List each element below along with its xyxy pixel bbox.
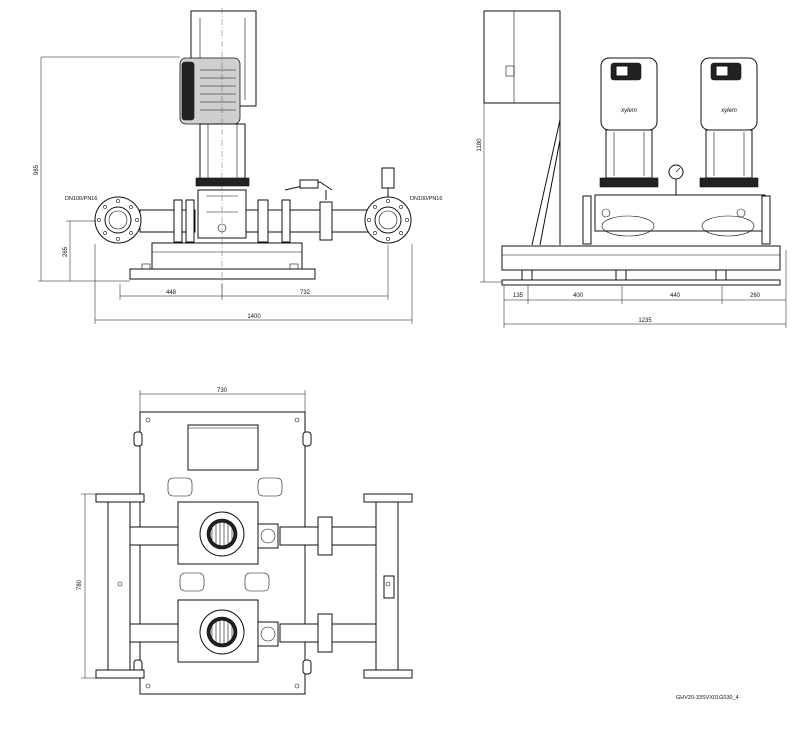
top-pitch-dim: 780 xyxy=(77,579,83,590)
right-header-flange-top xyxy=(363,493,413,503)
top-width-dim: 730 xyxy=(217,388,228,394)
drawing-code: GHV20-33SVX01G030_4 xyxy=(676,695,739,701)
top-pump-2 xyxy=(177,599,279,663)
side-overall-depth-dim: 1235 xyxy=(638,318,652,324)
left-offset-dim: 448 xyxy=(166,290,177,296)
right-flange-label: DN100/PN16 xyxy=(410,196,442,202)
top-cabinet xyxy=(187,424,259,471)
side-cabinet xyxy=(483,10,561,104)
motor-body xyxy=(199,123,246,180)
side-view: xylem xylem xyxy=(477,10,787,328)
side-manifold xyxy=(594,194,766,232)
side-pump-1: xylem xyxy=(599,57,659,188)
side-dim-1: 135 xyxy=(513,293,524,299)
left-flange-label: DN100/PN16 xyxy=(65,196,97,202)
front-overall-width-dim: 1400 xyxy=(247,314,261,320)
top-pump-1 xyxy=(177,501,279,565)
brand-label-2: xylem xyxy=(720,108,737,114)
brand-label-1: xylem xyxy=(620,108,637,114)
outlet-flange xyxy=(364,196,412,244)
base-frame xyxy=(151,242,303,272)
side-dim-3: 440 xyxy=(670,293,681,299)
side-dim-4: 260 xyxy=(750,293,761,299)
side-pump-2: xylem xyxy=(699,57,759,188)
top-view: 730 780 xyxy=(77,388,413,695)
side-base-frame xyxy=(501,245,781,271)
right-offset-dim: 732 xyxy=(300,290,311,296)
front-height-dim: 985 xyxy=(34,164,40,175)
side-height-dim: 1180 xyxy=(477,138,483,152)
front-view: 985 265 DN100/PN16 DN100/PN16 448 732 14… xyxy=(34,8,442,324)
side-dim-2: 400 xyxy=(573,293,584,299)
pressure-switch xyxy=(381,167,395,189)
inlet-flange xyxy=(94,196,142,244)
front-inlet-height-dim: 265 xyxy=(63,246,69,257)
left-header-flange-top xyxy=(95,493,145,503)
